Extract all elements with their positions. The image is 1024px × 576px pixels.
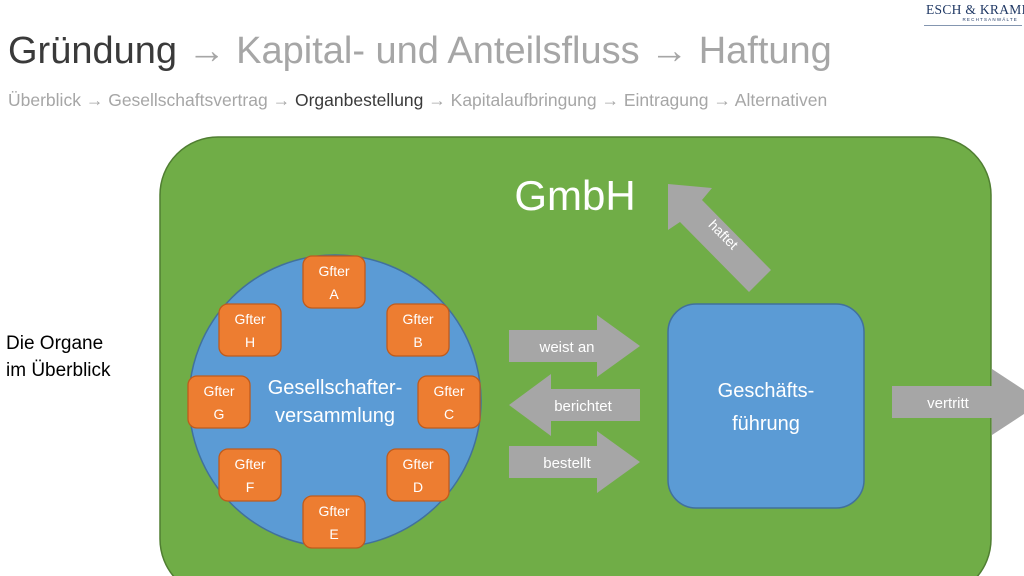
shareholder-e-line-1: Gfter bbox=[318, 503, 349, 519]
title-arrow-2: → bbox=[650, 30, 689, 72]
assembly-label-line-2: versammlung bbox=[275, 405, 395, 427]
vertritt-label: vertritt bbox=[927, 395, 970, 412]
breadcrumb-arrow: → bbox=[428, 90, 446, 110]
weist-an-arrow: weist an bbox=[509, 315, 640, 377]
shareholder-c: Gfter C bbox=[417, 375, 481, 429]
shareholder-f-line-1: Gfter bbox=[234, 456, 265, 472]
title-main: Gründung bbox=[8, 30, 178, 72]
shareholder-d: Gfter D bbox=[386, 448, 450, 502]
shareholder-c-line-1: Gfter bbox=[433, 383, 464, 399]
shareholder-g-line-1: Gfter bbox=[203, 383, 234, 399]
berichtet-label: berichtet bbox=[554, 398, 612, 415]
breadcrumb-arrow: → bbox=[85, 90, 104, 110]
breadcrumb-item: Alternativen bbox=[734, 90, 828, 110]
shareholder-g-line-2: G bbox=[214, 406, 225, 422]
breadcrumb-item: Überblick bbox=[8, 90, 81, 110]
title-step-2: Kapital- und Anteilsfluss bbox=[236, 30, 640, 72]
shareholder-b-line-2: B bbox=[413, 334, 422, 350]
side-label: Die Organe im Überblick bbox=[6, 330, 111, 384]
breadcrumb-arrow: → bbox=[713, 90, 731, 110]
side-label-line-2: im Überblick bbox=[6, 360, 111, 381]
management-label-line-2: führung bbox=[732, 413, 800, 435]
breadcrumb-arrow: → bbox=[272, 90, 291, 110]
shareholder-h-line-1: Gfter bbox=[234, 311, 265, 327]
management-label-line-1: Geschäfts- bbox=[718, 380, 815, 402]
breadcrumb-item-current: Organbestellung bbox=[294, 90, 424, 110]
shareholder-a-line-1: Gfter bbox=[318, 263, 349, 279]
logo-name: ESCH & KRAMER bbox=[926, 2, 1024, 17]
side-label-line-1: Die Organe bbox=[6, 333, 104, 354]
breadcrumb-item: Eintragung bbox=[623, 90, 709, 110]
shareholder-e: Gfter E bbox=[302, 495, 366, 549]
assembly-label-line-1: Gesellschafter- bbox=[268, 377, 403, 399]
shareholder-d-line-2: D bbox=[413, 479, 423, 495]
breadcrumb-arrow: → bbox=[601, 90, 619, 110]
page-title: Gründung → Kapital- und Anteilsfluss → H… bbox=[8, 30, 832, 73]
shareholder-g: Gfter G bbox=[187, 375, 251, 429]
shareholder-b: Gfter B bbox=[386, 303, 450, 357]
shareholder-a: Gfter A bbox=[302, 255, 366, 309]
vertritt-arrow: vertritt bbox=[892, 369, 1024, 435]
title-step-3: Haftung bbox=[698, 30, 832, 72]
shareholder-h: Gfter H bbox=[218, 303, 282, 357]
logo-underline bbox=[924, 25, 1022, 26]
management-box bbox=[667, 303, 865, 509]
bestellt-arrow: bestellt bbox=[509, 431, 640, 493]
weist-an-label: weist an bbox=[538, 339, 594, 356]
shareholder-f: Gfter F bbox=[218, 448, 282, 502]
company-logo: ESCH & KRAMER RECHTSANWÄLTE bbox=[924, 2, 1024, 26]
shareholder-h-line-2: H bbox=[245, 334, 255, 350]
shareholder-f-line-2: F bbox=[246, 479, 255, 495]
shareholder-a-line-2: A bbox=[329, 286, 339, 302]
berichtet-arrow: berichtet bbox=[509, 374, 640, 436]
logo-subtitle: RECHTSANWÄLTE bbox=[962, 17, 1018, 22]
shareholder-b-line-1: Gfter bbox=[402, 311, 433, 327]
bestellt-label: bestellt bbox=[543, 455, 591, 472]
breadcrumb-item: Kapitalaufbringung bbox=[450, 90, 597, 110]
breadcrumb-item: Gesellschaftsvertrag bbox=[108, 90, 268, 110]
shareholder-d-line-1: Gfter bbox=[402, 456, 433, 472]
gmbh-label: GmbH bbox=[514, 172, 635, 219]
shareholder-e-line-2: E bbox=[329, 526, 338, 542]
breadcrumb: Überblick → Gesellschaftsvertrag → Organ… bbox=[8, 90, 827, 111]
shareholder-c-line-2: C bbox=[444, 406, 454, 422]
title-arrow-1: → bbox=[187, 30, 226, 72]
